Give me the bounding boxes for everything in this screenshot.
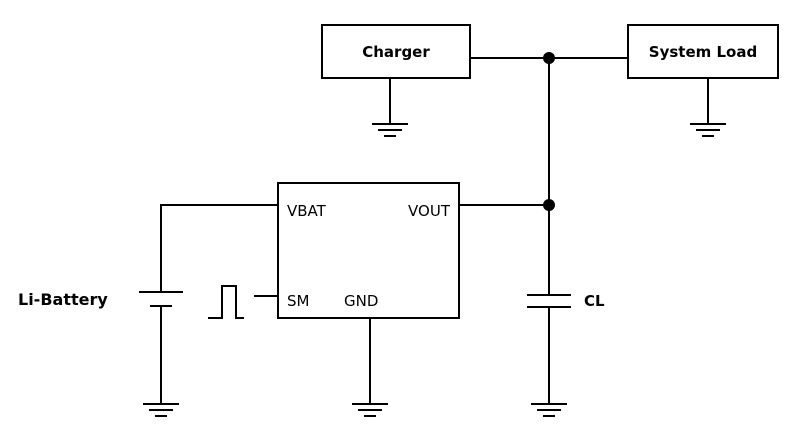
ground-icon-cap bbox=[531, 403, 567, 417]
pulse-signal-icon bbox=[208, 285, 244, 319]
system-load-label: System Load bbox=[649, 43, 757, 61]
ground-icon-battery bbox=[143, 403, 179, 417]
charger-block bbox=[321, 24, 471, 79]
pin-vbat-label: VBAT bbox=[287, 202, 327, 220]
pin-vout-label: VOUT bbox=[408, 202, 451, 220]
ground-icon-charger bbox=[372, 123, 408, 137]
pin-sm-label: SM bbox=[287, 292, 309, 310]
pin-gnd-label: GND bbox=[344, 292, 378, 310]
battery-icon bbox=[139, 291, 183, 307]
junction-top bbox=[543, 52, 555, 64]
battery-label: Li-Battery bbox=[18, 290, 108, 309]
ground-icon-load bbox=[690, 123, 726, 137]
capacitor-icon bbox=[527, 294, 571, 308]
system-load-block bbox=[627, 24, 779, 79]
charger-label: Charger bbox=[362, 43, 430, 61]
wire-vbat bbox=[160, 204, 278, 292]
capacitor-label: CL bbox=[584, 292, 605, 310]
ground-icon-ic bbox=[352, 403, 388, 417]
ic-block bbox=[277, 182, 460, 319]
